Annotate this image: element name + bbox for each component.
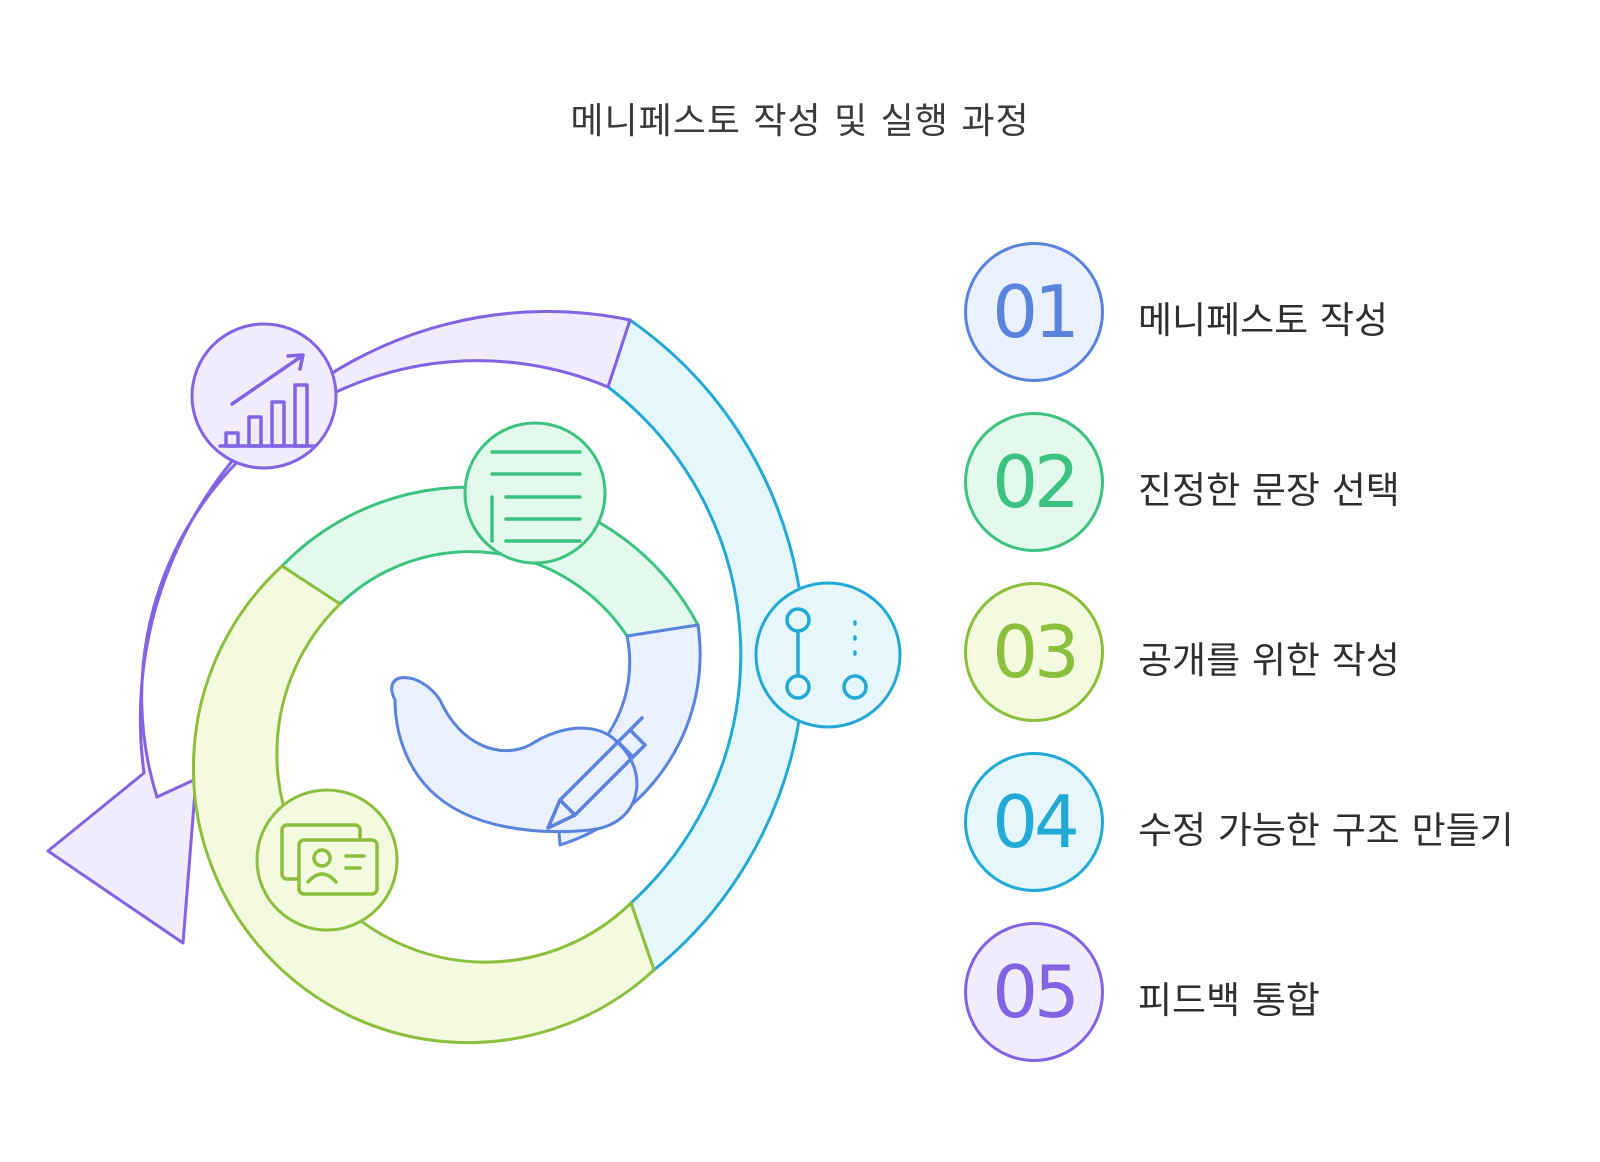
bar-chart-growth-icon — [218, 353, 316, 448]
step-number-badge: 02 — [964, 412, 1104, 552]
step-02: 02 진정한 문장 선택 — [964, 412, 1564, 560]
step-label: 공개를 위한 작성 — [1138, 639, 1400, 682]
step-03: 03 공개를 위한 작성 — [964, 582, 1564, 730]
inner-ring-green-node — [463, 421, 607, 565]
pen-icon — [546, 716, 647, 830]
diagram-title: 메니페스토 작성 및 실행 과정 — [570, 101, 1030, 142]
step-label: 피드백 통합 — [1138, 979, 1320, 1022]
outer-ring-blue-segment — [606, 318, 806, 972]
step-05: 05 피드백 통합 — [964, 922, 1564, 1070]
step-01: 01 메니페스토 작성 — [964, 242, 1564, 390]
step-04: 04 수정 가능한 구조 만들기 — [964, 752, 1564, 900]
document-lines-icon — [490, 450, 582, 543]
inner-ring-lime — [191, 564, 656, 1045]
step-number-badge: 01 — [964, 242, 1104, 382]
step-number-badge: 03 — [964, 582, 1104, 722]
step-label: 메니페스토 작성 — [1138, 299, 1389, 342]
step-label: 진정한 문장 선택 — [1138, 469, 1400, 512]
id-card-icon — [280, 823, 379, 896]
step-label: 수정 가능한 구조 만들기 — [1138, 809, 1514, 852]
inner-ring-blue — [390, 623, 702, 847]
cycle-graphic — [46, 310, 902, 1045]
git-branch-icon — [785, 607, 868, 700]
step-number-badge: 04 — [964, 752, 1104, 892]
outer-ring-blue — [606, 318, 902, 972]
inner-ring-green — [280, 421, 700, 638]
step-number-badge: 05 — [964, 922, 1104, 1062]
